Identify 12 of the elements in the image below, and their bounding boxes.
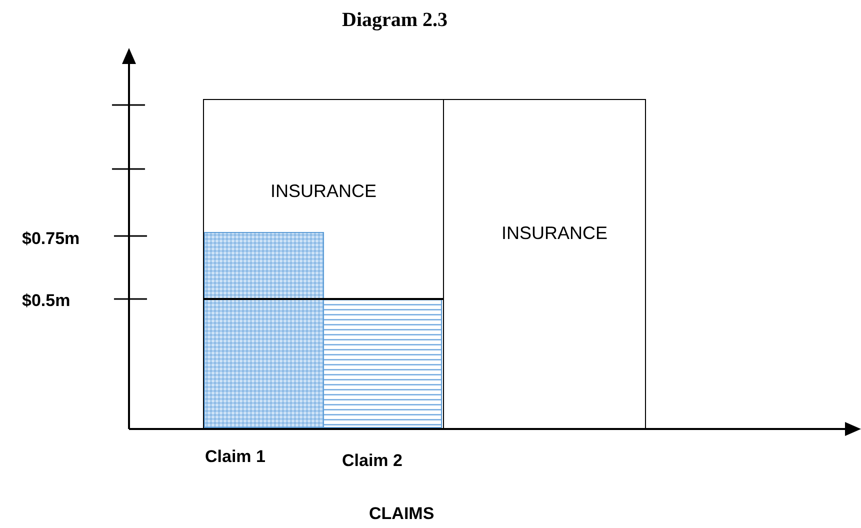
axis-label: $0.75m — [22, 228, 80, 250]
axis-label: Claim 1 — [205, 446, 266, 468]
axis-label: Claim 2 — [342, 450, 402, 472]
box-label: INSURANCE — [269, 180, 378, 203]
claim-area — [323, 299, 442, 428]
axis-label: CLAIMS — [369, 503, 434, 525]
axis-label: $0.5m — [22, 290, 70, 312]
box-label: INSURANCE — [500, 222, 608, 245]
insurance-box — [203, 99, 444, 429]
insurance-box — [443, 99, 646, 429]
claim-area — [204, 232, 324, 428]
title: Diagram 2.3 — [342, 8, 448, 33]
